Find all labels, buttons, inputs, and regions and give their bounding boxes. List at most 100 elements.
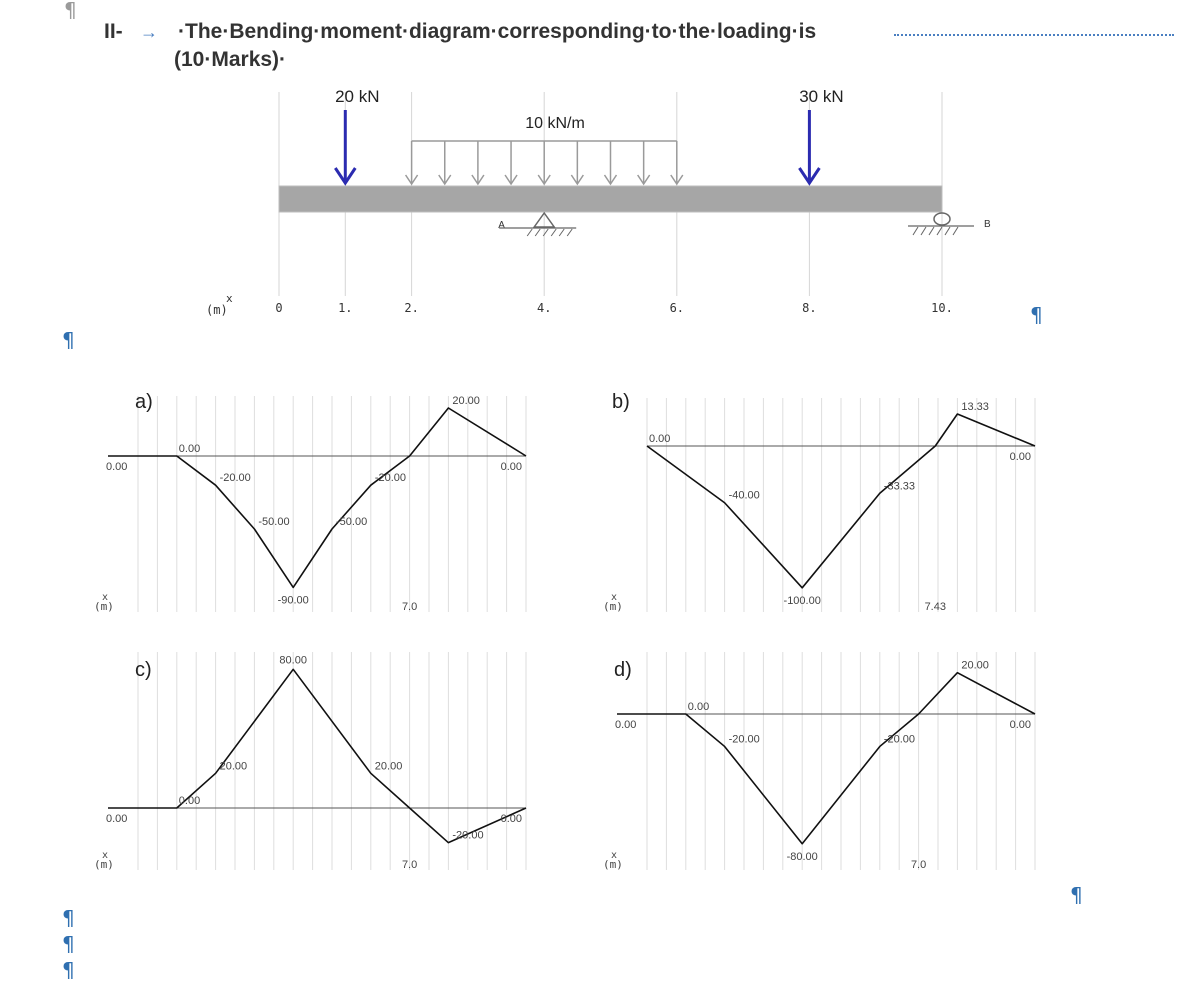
bmd-value-label: 0.00 <box>179 795 200 807</box>
paragraph-mark-empty-2: ¶ <box>62 932 75 956</box>
udl-arrow-head <box>404 174 419 186</box>
bmd-baseline-label: 0.00 <box>106 461 127 473</box>
tab-arrow: → <box>140 22 158 42</box>
point-load-arrow-head <box>334 167 357 186</box>
paragraph-mark-after-beam: ¶ <box>62 328 75 352</box>
paragraph-mark-top: ¶ <box>64 0 77 22</box>
bmd-value-label: -20.00 <box>729 733 760 745</box>
bmd-axis-label-unit: (m) <box>94 858 114 871</box>
bmd-axis-label-x: x <box>102 850 108 861</box>
paragraph-mark-beam-right: ¶ <box>1030 303 1043 327</box>
ground-hatch <box>566 228 573 237</box>
axis-tick-label: 0 <box>275 301 282 315</box>
point-load-arrow-head <box>798 167 821 186</box>
bmd-axis-label-unit: (m) <box>603 858 623 871</box>
axis-tick-label: 10. <box>931 301 953 315</box>
dotted-leader <box>894 34 1174 36</box>
support-label: B <box>984 219 991 230</box>
bmd-value-label: -20.00 <box>452 830 483 842</box>
bmd-value-label: -100.00 <box>784 595 821 607</box>
bmd-value-label: 80.00 <box>279 654 307 666</box>
udl-arrow-head <box>637 174 651 186</box>
bmd-value-label: -20.00 <box>375 472 406 484</box>
ground-hatch <box>936 226 943 236</box>
bmd-axis-label-x: x <box>102 592 108 603</box>
bmd-value-label: 0.00 <box>649 433 670 445</box>
udl-arrow-head <box>438 174 452 186</box>
axis-label-x: x <box>226 292 233 305</box>
bmd-value-label: 0.00 <box>179 443 200 455</box>
bmd-value-label: -50.00 <box>258 516 289 528</box>
udl-arrow-head <box>537 174 551 186</box>
beam <box>278 185 943 213</box>
bmd-value-label: 20.00 <box>961 660 989 672</box>
bmd-option-label: c) <box>135 659 152 681</box>
udl-arrow-head <box>570 174 584 186</box>
bmd-option-c: c)0.000.0020.0080.0020.00-20.000.007.0x(… <box>94 652 527 871</box>
bmd-option-b: b)0.00-40.00-100.00-33.3313.330.007.43x(… <box>603 391 1036 613</box>
paragraph-mark-empty-3: ¶ <box>62 958 75 982</box>
ground-hatch <box>944 226 951 236</box>
bmd-value-label: -20.00 <box>220 472 251 484</box>
ground-hatch <box>526 228 533 237</box>
bmd-baseline-label: 0.00 <box>615 719 636 731</box>
ground-hatch <box>952 226 959 236</box>
bmd-option-label: d) <box>614 659 632 681</box>
bmd-value-label: 0.00 <box>501 813 522 825</box>
bmd-value-label: -90.00 <box>278 594 309 606</box>
ground-hatch <box>542 228 549 237</box>
bmd-value-label: -80.00 <box>787 851 818 863</box>
pin-support <box>532 211 556 228</box>
distributed-load-label: 10 kN/m <box>525 115 585 132</box>
ground-hatch <box>534 228 541 237</box>
axis-tick-label: 6. <box>670 301 684 315</box>
bmd-option-label: b) <box>612 391 630 413</box>
bmd-value-label: -50.00 <box>336 516 367 528</box>
axis-tick-label: 1. <box>338 301 352 315</box>
bmd-axis-label-unit: (m) <box>94 600 114 613</box>
axis-tick-label: 8. <box>802 301 816 315</box>
bmd-axis-label-x: x <box>611 850 617 861</box>
bmd-value-label: 13.33 <box>961 401 989 413</box>
bmd-value-label: 0.00 <box>1010 719 1031 731</box>
axis-label-unit: (m) <box>206 303 228 317</box>
bmd-option-d: d)0.000.00-20.00-80.00-20.0020.000.007.0… <box>603 652 1036 871</box>
distributed-load <box>404 140 684 186</box>
bmd-curve <box>138 668 527 844</box>
support-label: A <box>498 220 505 231</box>
udl-arrow-head <box>603 174 618 186</box>
ground-hatch <box>912 226 919 236</box>
ground-hatch <box>558 228 565 237</box>
bmd-zero-crossing-label: 7.0 <box>402 859 417 871</box>
axis-tick-label: 2. <box>404 301 418 315</box>
bmd-value-label: -20.00 <box>884 733 915 745</box>
question-marks: (10·Marks)· <box>174 48 287 71</box>
bmd-zero-crossing-label: 7.43 <box>925 601 946 613</box>
bmd-curve <box>647 671 1036 845</box>
supports: A B <box>498 211 991 237</box>
bmd-value-label: 0.00 <box>501 461 522 473</box>
bmd-zero-crossing-label: 7.0 <box>402 601 417 613</box>
paragraph-mark-empty-1: ¶ <box>62 906 75 930</box>
bmd-axis-label-x: x <box>611 592 617 603</box>
bmd-option-a: a) 0.00 0.00 -20.00 -50.00 -90.00 -50.00 -20.00… <box>94 391 527 613</box>
bmd-value-label: 20.00 <box>375 760 403 772</box>
bmd-value-label: -33.33 <box>884 480 915 492</box>
bmd-value-label: -40.00 <box>729 490 760 502</box>
bmd-option-label: a) <box>135 391 153 413</box>
beam-loading-diagram: 10 kN/m 20 kN 30 kN A B x (m) 0 1. 2. 4. 6. 8… <box>206 87 991 317</box>
paragraph-mark-charts-right: ¶ <box>1070 883 1083 907</box>
bmd-curve <box>646 413 1036 589</box>
point-load-label: 30 kN <box>799 87 843 106</box>
ground-hatch <box>550 228 557 237</box>
bmd-value-label: 20.00 <box>220 760 248 772</box>
axis-ticks: 0 1. 2. 4. 6. 8. 10. <box>275 301 952 315</box>
axis-tick-label: 4. <box>537 301 551 315</box>
udl-arrow-head <box>504 174 518 186</box>
question-text: ·The·Bending·moment·diagram·correspondin… <box>178 20 817 43</box>
ground-hatch <box>920 226 927 236</box>
point-load-label: 20 kN <box>335 87 379 106</box>
bmd-value-label: 0.00 <box>688 701 709 713</box>
roller-support <box>933 212 951 226</box>
